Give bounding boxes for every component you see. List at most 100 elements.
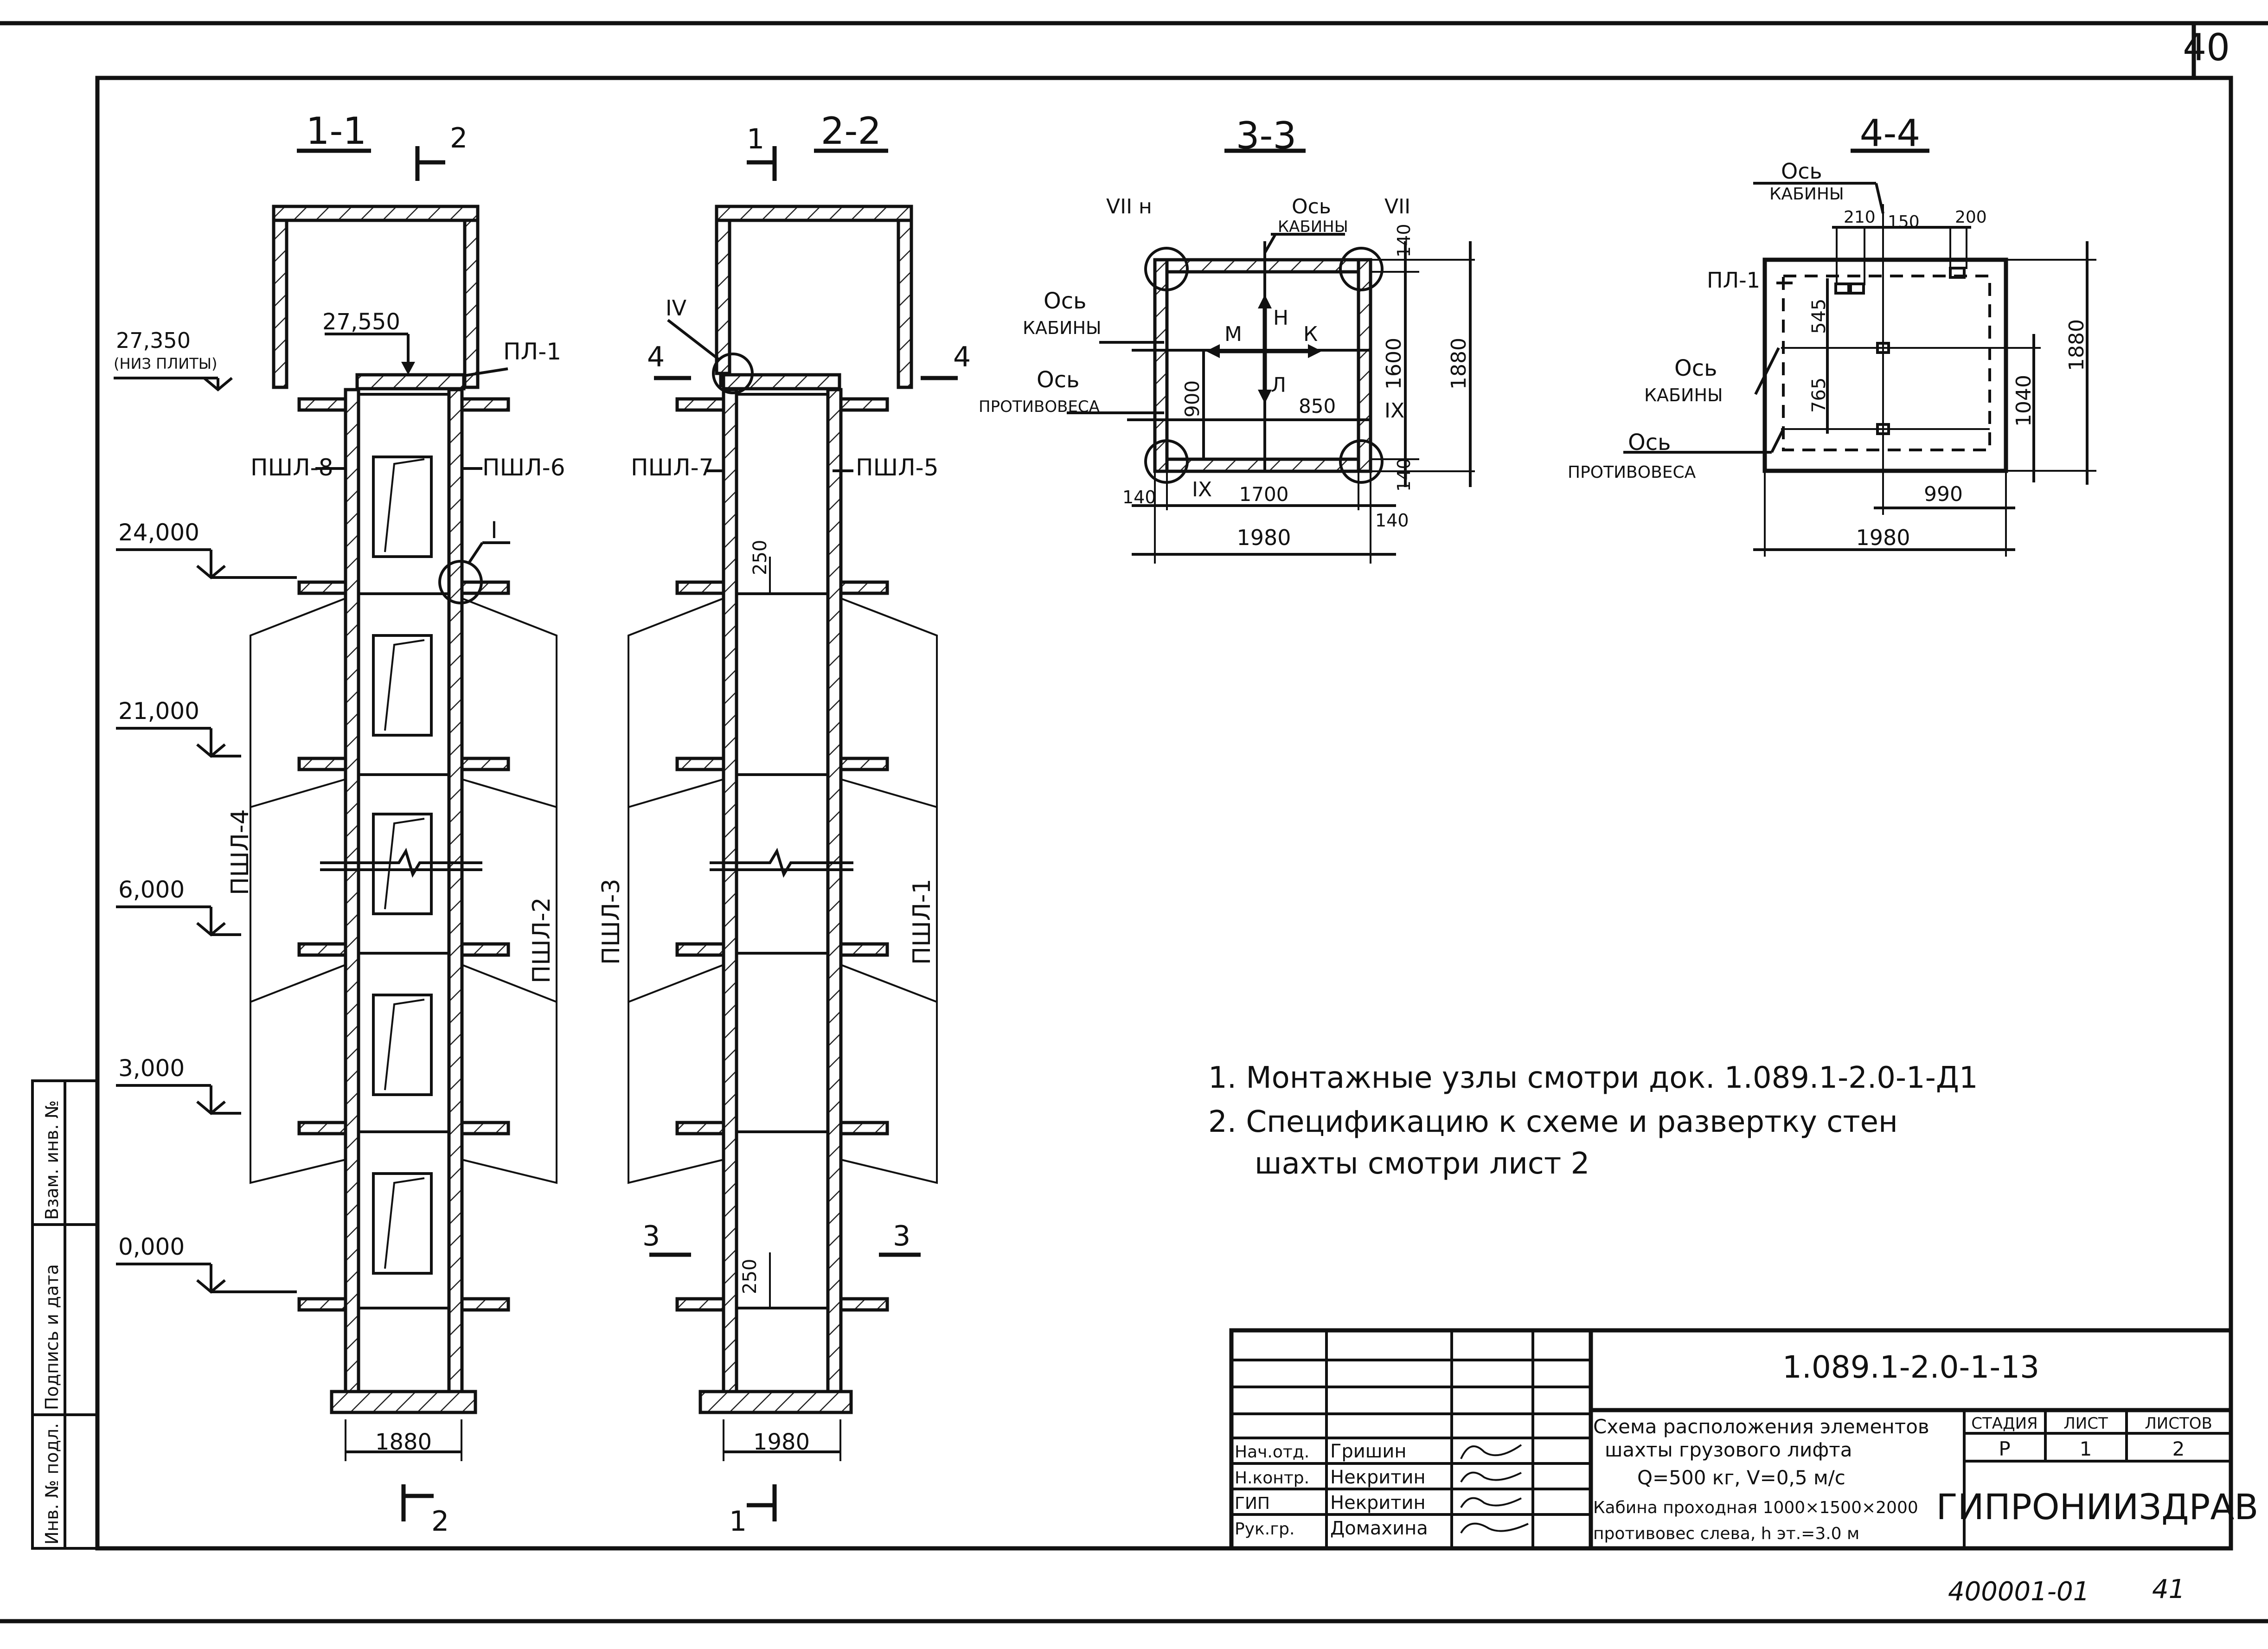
dim-990: 990 <box>1924 482 1963 506</box>
title-block <box>1229 1328 2233 1551</box>
dim-250-bottom: 250 <box>739 1259 761 1294</box>
dim-140-left: 140 <box>1122 487 1156 507</box>
label-M: М <box>1224 322 1242 346</box>
cut-mark-4-left: 4 <box>647 341 665 373</box>
node-IX-right-label: IX <box>1384 399 1404 423</box>
elev-21000: 21,000 <box>118 698 199 725</box>
label-pl-1-left: ПЛ-1 <box>503 338 561 365</box>
elevation-marks <box>114 377 297 1294</box>
label-os-protiv-44: Ось <box>1628 430 1671 456</box>
org-name: ГИПРОНИИЗДРАВ <box>1936 1486 2259 1527</box>
section-1-1 <box>250 146 557 1521</box>
title-3-3: 3-3 <box>1236 114 1297 157</box>
label-os-kabiny-left: Ось <box>1044 288 1086 314</box>
label-pshl-6: ПШЛ-6 <box>482 454 565 481</box>
name-2: Некритин <box>1330 1467 1426 1488</box>
dim-900: 900 <box>1181 380 1204 417</box>
side-stamp-vzam: Взам. инв. № <box>42 1100 62 1220</box>
stage-head: СТАДИЯ <box>1971 1414 2037 1433</box>
label-kabiny-top: КАБИНЫ <box>1278 218 1348 236</box>
title-line-2: шахты грузового лифта <box>1605 1438 1852 1461</box>
sheet-head: ЛИСТ <box>2063 1414 2108 1433</box>
title-1-1: 1-1 <box>306 109 367 153</box>
sheets-head: ЛИСТОВ <box>2145 1414 2212 1433</box>
footer-page: 41 <box>2152 1574 2185 1604</box>
sheet-number: 40 <box>2183 26 2230 69</box>
stage-value: Р <box>1999 1437 2010 1460</box>
note-2-cont: шахты смотри лист 2 <box>1255 1147 1589 1181</box>
dim-210: 210 <box>1844 208 1876 227</box>
section-2-2 <box>628 146 958 1521</box>
section-mark-1-top: 1 <box>747 123 764 155</box>
label-os-protiv-left: Ось <box>1037 367 1079 393</box>
label-N: Н <box>1273 306 1288 330</box>
cut-mark-3-left: 3 <box>642 1220 660 1252</box>
section-4-4 <box>1623 148 2096 557</box>
dim-1980-33: 1980 <box>1237 525 1291 550</box>
dim-150: 150 <box>1888 212 1920 231</box>
node-I-label: I <box>491 517 498 544</box>
dim-1040: 1040 <box>2012 375 2036 427</box>
doc-code: 1.089.1-2.0-1-13 <box>1782 1349 2039 1385</box>
title-line-3: Q=500 кг, V=0,5 м/с <box>1637 1466 1845 1489</box>
sheet-frame <box>0 21 2268 1623</box>
side-stamp <box>31 1079 99 1550</box>
label-pshl-5: ПШЛ-5 <box>856 454 939 481</box>
label-pshl-4: ПШЛ-4 <box>226 809 254 895</box>
footer-code: 400001-01 <box>1948 1577 2089 1607</box>
dim-140-top: 140 <box>1394 224 1414 257</box>
node-VII-n-label: VII н <box>1106 195 1152 218</box>
label-pshl-3: ПШЛ-3 <box>597 879 625 965</box>
dim-1980-bottom: 1980 <box>753 1429 810 1455</box>
dim-1880-bottom: 1880 <box>375 1429 432 1455</box>
section-mark-1-bottom: 1 <box>729 1505 747 1538</box>
elev-3000: 3,000 <box>118 1055 185 1082</box>
dim-1700: 1700 <box>1239 483 1289 506</box>
label-pshl-1: ПШЛ-1 <box>908 879 936 965</box>
label-os-kabiny-44top: Ось <box>1781 159 1822 184</box>
sheet-value: 1 <box>2080 1437 2092 1460</box>
node-IV-label: IV <box>666 295 687 321</box>
elev-27350-note: (НИЗ ПЛИТЫ) <box>114 355 218 372</box>
title-2-2: 2-2 <box>821 109 882 153</box>
title-4-4: 4-4 <box>1860 112 1921 155</box>
side-stamp-inv: Инв. № подл. <box>42 1423 62 1545</box>
dim-850: 850 <box>1299 395 1336 417</box>
label-protivovesa-44: ПРОТИВОВЕСА <box>1568 463 1696 482</box>
dim-1980-44: 1980 <box>1856 525 1910 550</box>
elev-0000: 0,000 <box>118 1233 185 1260</box>
label-L: Л <box>1271 373 1286 397</box>
label-pshl-7: ПШЛ-7 <box>631 454 714 481</box>
elev-27550: 27,550 <box>322 309 400 335</box>
dim-140-bottom: 140 <box>1375 510 1409 531</box>
dim-1880-44: 1880 <box>2065 319 2089 371</box>
node-IX-bottom-label: IX <box>1192 478 1212 501</box>
label-K: К <box>1303 322 1318 346</box>
dim-140-right: 140 <box>1394 458 1414 492</box>
cut-mark-4-right: 4 <box>953 341 971 373</box>
dim-765: 765 <box>1808 378 1830 413</box>
title-line-1: Схема расположения элементов <box>1593 1415 1929 1438</box>
cut-mark-3-right: 3 <box>893 1220 910 1252</box>
elev-24000: 24,000 <box>118 519 199 546</box>
sheets-value: 2 <box>2172 1437 2185 1460</box>
dim-1880-33: 1880 <box>1447 338 1471 390</box>
label-kabiny-44left: КАБИНЫ <box>1644 385 1723 405</box>
section-mark-2-top: 2 <box>450 122 468 154</box>
note-1: 1. Монтажные узлы смотри док. 1.089.1-2.… <box>1208 1061 1978 1095</box>
label-os-kabiny-44left: Ось <box>1674 355 1717 381</box>
section-mark-2-bottom: 2 <box>431 1505 449 1538</box>
elev-27350: 27,350 <box>116 328 191 353</box>
dim-250-top: 250 <box>750 540 771 575</box>
dim-200: 200 <box>1955 208 1987 227</box>
note-2: 2. Спецификацию к схеме и развертку стен <box>1208 1105 1898 1139</box>
section-3-3 <box>1067 148 1475 564</box>
dim-545: 545 <box>1808 299 1830 334</box>
title-line-4: Кабина проходная 1000×1500×2000 <box>1593 1498 1918 1517</box>
label-protivovesa-left: ПРОТИВОВЕСА <box>979 398 1100 416</box>
elev-6000: 6,000 <box>118 876 185 903</box>
role-2: Н.контр. <box>1235 1469 1309 1488</box>
role-4: Рук.гр. <box>1235 1520 1294 1539</box>
role-1: Нач.отд. <box>1235 1443 1309 1462</box>
